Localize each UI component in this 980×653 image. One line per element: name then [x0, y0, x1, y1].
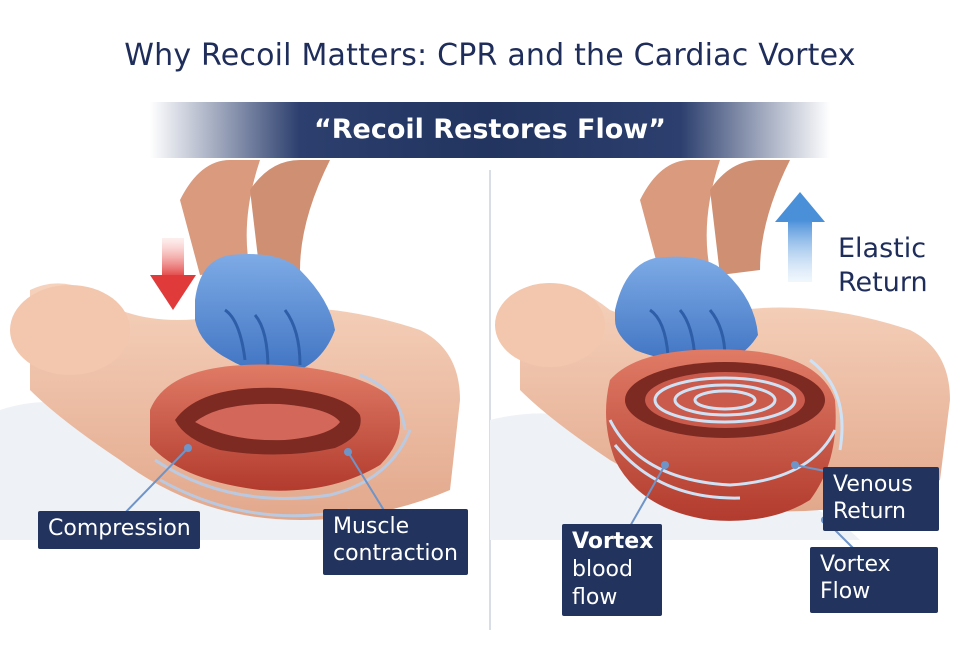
rescuer-arm-right [710, 160, 790, 275]
compression-pointer [119, 447, 189, 519]
rescuer-arm-left [640, 160, 720, 275]
banner: “Recoil Restores Flow” [150, 102, 830, 158]
page-title: Why Recoil Matters: CPR and the Cardiac … [124, 38, 856, 73]
vortex-blood-flow-label: Vortex blood flow [562, 524, 662, 616]
compression-label-text: Compression [48, 516, 191, 541]
venous-return-label: Venous Return [823, 467, 939, 531]
vortex-flow-label: Vortex Flow [810, 547, 938, 613]
vortex-blood-pointer [624, 464, 666, 536]
patient-head [495, 283, 605, 367]
arrow-down-icon [150, 238, 196, 310]
compression-label: Compression [38, 511, 200, 549]
elastic-return-label: Elastic Return [838, 232, 928, 300]
elastic-line2: Return [838, 267, 928, 298]
muscle-label-line1: Muscle [333, 514, 410, 539]
elastic-line1: Elastic [838, 233, 927, 264]
rescuer-arm-right [250, 160, 330, 275]
muscle-pointer [347, 451, 386, 513]
recoil-illustration [490, 160, 950, 551]
arrow-up-icon [775, 192, 825, 282]
heart-cross-section [150, 364, 400, 491]
patient-head [10, 285, 130, 375]
vortex-blood-line1: Vortex [572, 529, 654, 554]
recoil-panel: Elastic Return Vortex blood flow Venous … [490, 160, 980, 653]
rescuer-arm-left [180, 160, 260, 275]
panel-divider [489, 170, 491, 630]
vortex-blood-line3: flow [572, 585, 618, 610]
venous-line2: Return [833, 499, 907, 524]
compression-panel: Compression Muscle contraction [0, 160, 490, 653]
muscle-label-line2: contraction [333, 541, 458, 566]
vortex-flow-line1: Vortex [820, 552, 891, 577]
banner-text: “Recoil Restores Flow” [314, 114, 666, 145]
vortex-swirl [608, 358, 844, 500]
compression-illustration [0, 160, 460, 540]
heart-cross-section [606, 349, 836, 521]
venous-line1: Venous [833, 472, 913, 497]
muscle-contraction-label: Muscle contraction [323, 509, 468, 575]
vortex-blood-line2: blood [572, 557, 633, 582]
vortex-flow-line2: Flow [820, 579, 871, 604]
